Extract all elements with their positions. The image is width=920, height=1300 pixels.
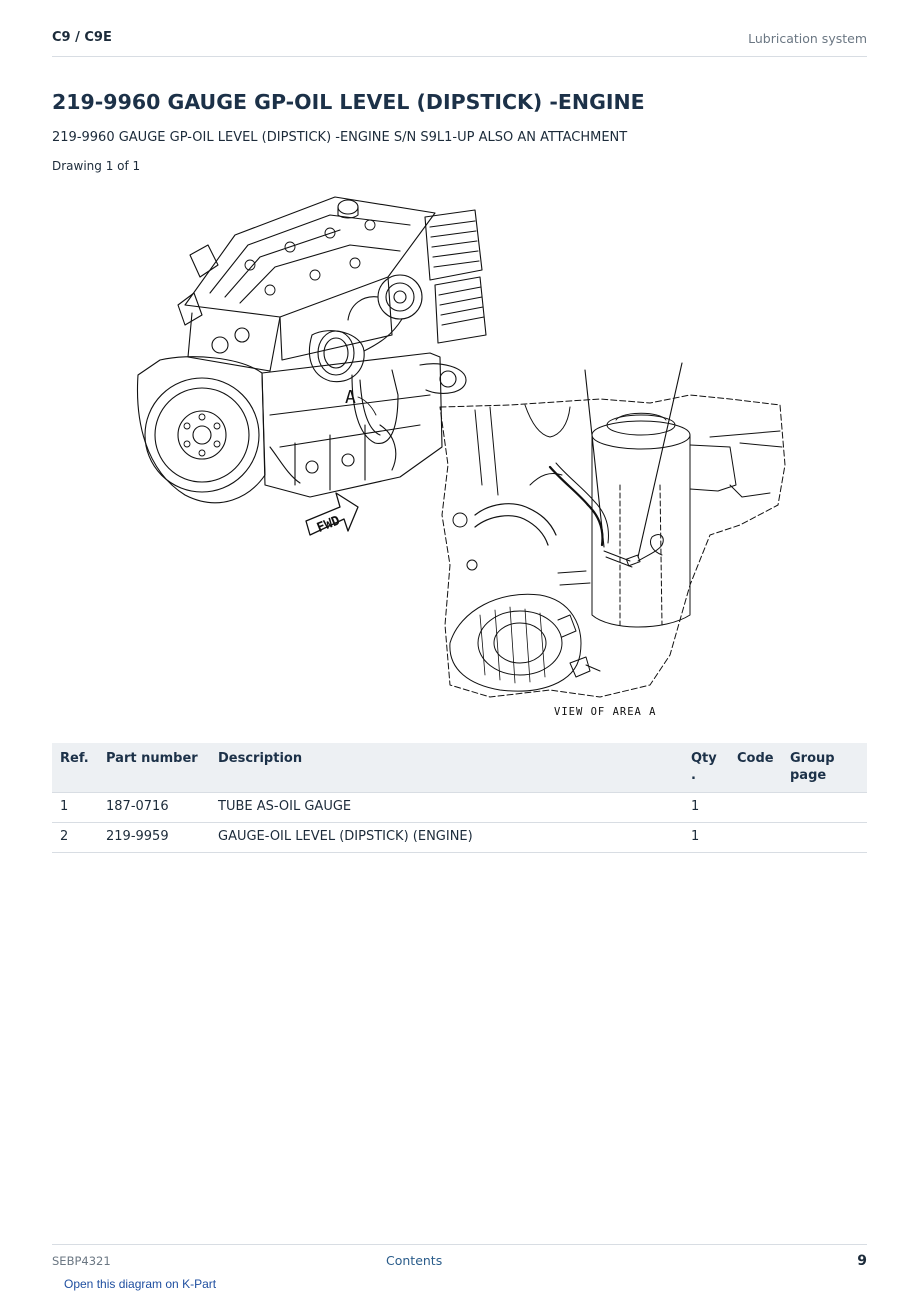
column-header-code: Code xyxy=(729,743,782,793)
cell-description: GAUGE-OIL LEVEL (DIPSTICK) (ENGINE) xyxy=(210,822,683,853)
cell-description: TUBE AS-OIL GAUGE xyxy=(210,792,683,823)
cell-qty: 1 xyxy=(683,792,729,823)
page-header: C9 / C9E Lubrication system xyxy=(52,28,867,57)
cell-ref: 1 xyxy=(52,792,98,823)
engine-illustration: A FWD xyxy=(130,185,790,725)
cell-code xyxy=(729,792,782,823)
contents-link[interactable]: Contents xyxy=(386,1253,443,1268)
table-row: 1 187-0716 TUBE AS-OIL GAUGE 1 xyxy=(52,792,867,823)
open-in-kpart-link[interactable]: Open this diagram on K-Part xyxy=(64,1277,217,1291)
section-label: Lubrication system xyxy=(748,31,867,46)
page-number: 9 xyxy=(857,1253,867,1269)
column-header-description: Description xyxy=(210,743,683,793)
cell-code xyxy=(729,822,782,853)
area-a-detail-drawing xyxy=(439,362,786,698)
table-row: 2 219-9959 GAUGE-OIL LEVEL (DIPSTICK) (E… xyxy=(52,822,867,853)
cell-qty: 1 xyxy=(683,822,729,853)
column-header-ref: Ref. xyxy=(52,743,98,793)
cell-part-number: 187-0716 xyxy=(98,792,210,823)
page-title: 219-9960 GAUGE GP-OIL LEVEL (DIPSTICK) -… xyxy=(52,90,645,114)
fwd-label: FWD xyxy=(315,513,343,536)
model-label: C9 / C9E xyxy=(52,30,112,45)
table-header-row: Ref. Part number Description Qty . Code … xyxy=(52,743,867,793)
column-header-part-number: Part number xyxy=(98,743,210,793)
fwd-arrow-icon: FWD xyxy=(305,492,359,536)
page-subtitle: 219-9960 GAUGE GP-OIL LEVEL (DIPSTICK) -… xyxy=(52,130,628,145)
cell-group-page xyxy=(782,822,867,853)
cell-group-page xyxy=(782,792,867,823)
cell-ref: 2 xyxy=(52,822,98,853)
drawing-count: Drawing 1 of 1 xyxy=(52,159,141,173)
view-caption: VIEW OF AREA A xyxy=(554,706,657,718)
engine-overview-drawing xyxy=(136,196,487,504)
page-footer: SEBP4321 Contents 9 xyxy=(52,1244,867,1275)
column-header-group-page: Group page xyxy=(782,743,867,793)
document-id: SEBP4321 xyxy=(52,1254,111,1268)
parts-table: Ref. Part number Description Qty . Code … xyxy=(52,743,867,853)
cell-part-number: 219-9959 xyxy=(98,822,210,853)
area-marker-label: A xyxy=(345,387,356,408)
column-header-qty: Qty . xyxy=(683,743,729,793)
